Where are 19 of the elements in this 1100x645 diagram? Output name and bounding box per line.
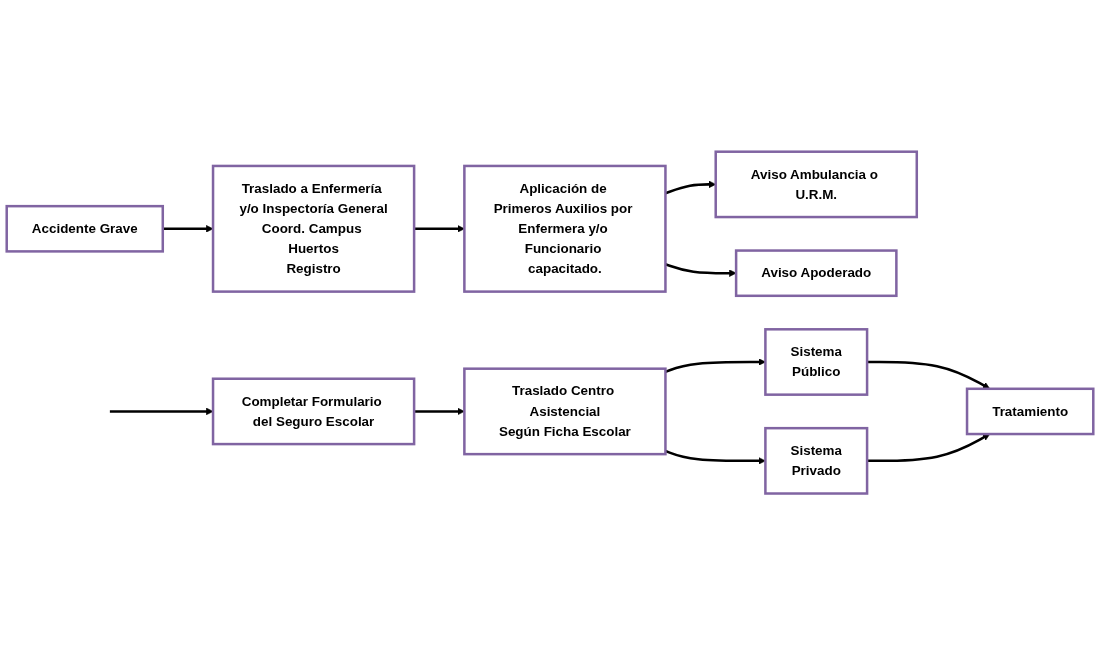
node-box: Completar Formulario del Seguro Escolar (211, 377, 416, 446)
arrow (665, 263, 737, 277)
node-box: Tratamiento (965, 387, 1095, 436)
arrow (867, 360, 991, 389)
node-box: Traslado Centro Asistencial Según Ficha Escolar (463, 367, 667, 456)
node-box: Accidente Grave (5, 204, 165, 253)
node-box: Aviso Apoderado (734, 249, 898, 297)
arrow (414, 225, 465, 233)
arrow (109, 407, 214, 415)
node-box: Aplicación de Primeros Auxilios por Enfermera y/o Funcionario capacitado. (463, 164, 667, 293)
arrow (162, 225, 214, 233)
node-box: Traslado a Enfermería y/o Inspectoría General Coord. Campus Huertos Registro (211, 164, 416, 293)
arrow (414, 407, 465, 415)
node-box: Sistema Privado (764, 426, 869, 495)
node-box: Aviso Ambulancia o U.R.M. (714, 150, 919, 219)
arrow (665, 358, 766, 373)
node-box: Sistema Público (764, 327, 869, 396)
arrow (867, 433, 991, 462)
arrow (665, 449, 766, 465)
